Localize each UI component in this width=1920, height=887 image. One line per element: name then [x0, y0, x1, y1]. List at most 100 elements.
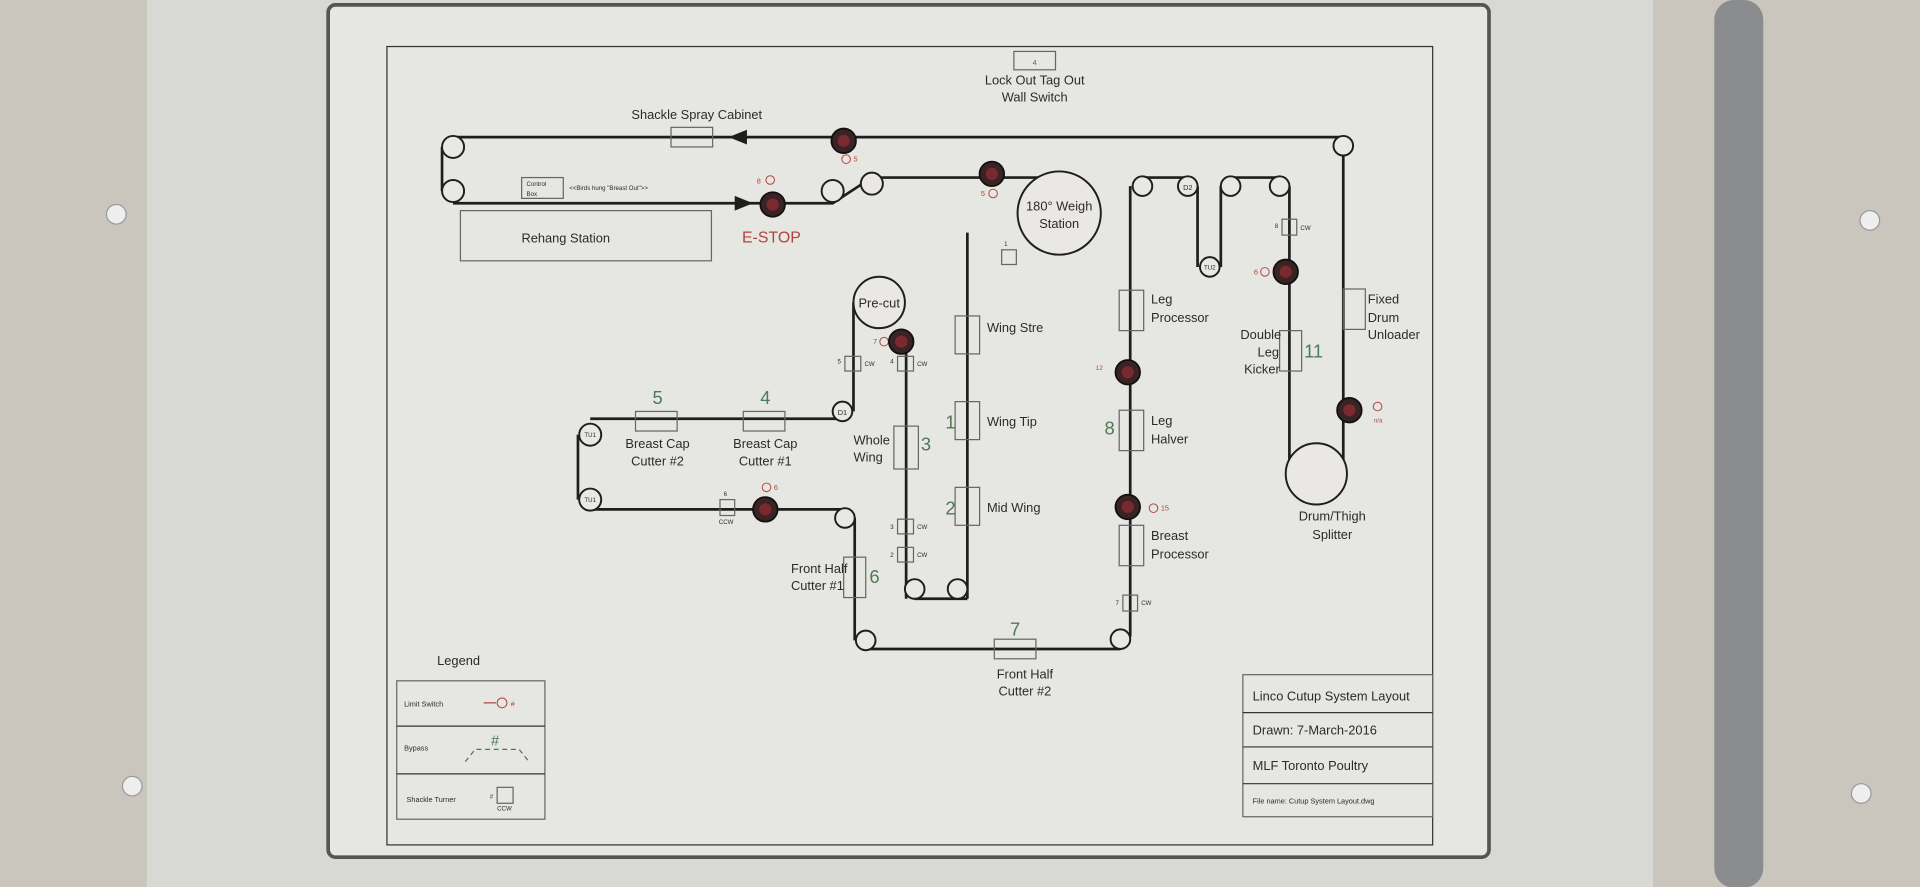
weigh-station-label: 180° Weigh	[1026, 199, 1092, 214]
emergency-stop-buttons	[752, 127, 1363, 523]
drum-thigh-splitter-label: Drum/Thigh	[1299, 508, 1366, 523]
legend-limit-symbol: #	[511, 700, 516, 709]
double-leg-kicker-label-3: Kicker	[1244, 361, 1280, 376]
breast-processor-label: Breast	[1151, 528, 1189, 543]
d2-label: D2	[1183, 183, 1192, 192]
stop-button[interactable]	[1114, 493, 1141, 521]
whole-wing-label: Whole	[853, 432, 889, 447]
company-name: MLF Toronto Poultry	[1253, 758, 1369, 773]
limit-switch-number: 6	[774, 483, 778, 492]
shackle-spray-label: Shackle Spray Cabinet	[631, 107, 762, 122]
stop-button[interactable]	[1272, 258, 1299, 286]
lockout-label: Lock Out Tag Out	[985, 72, 1085, 87]
drawing-border	[386, 45, 1434, 846]
tu2-label: TU2	[1204, 264, 1216, 271]
svg-text:2: 2	[890, 552, 894, 559]
leg-processor-label-2: Processor	[1151, 310, 1210, 325]
weigh-station-label-2: Station	[1039, 216, 1079, 231]
tu1-label: TU1	[584, 497, 596, 504]
fixed-drum-unloader-label-2: Drum	[1368, 310, 1399, 325]
svg-text:3: 3	[890, 524, 894, 531]
shackle-turner-number: 6	[724, 491, 728, 498]
stop-button[interactable]	[1114, 359, 1141, 386]
svg-text:CW: CW	[864, 361, 874, 368]
shackle-turner-number: 8	[1275, 223, 1279, 230]
station-number: 8	[1104, 418, 1114, 439]
svg-text:CW: CW	[917, 361, 927, 368]
estop-button[interactable]	[759, 191, 786, 218]
legend-limit-switch: Limit Switch	[404, 700, 443, 709]
leg-halver-label-2: Halver	[1151, 431, 1189, 446]
svg-text:CW: CW	[917, 552, 927, 559]
breast-cap-cutter-2-label: Breast Cap	[625, 436, 689, 451]
screw	[105, 203, 127, 225]
limit-switch-number: 5	[853, 155, 857, 164]
legend-bypass: Bypass	[404, 744, 428, 753]
tu1-label: TU1	[584, 432, 596, 439]
limit-switch-number: 12	[1096, 365, 1103, 372]
legend-turner-symbol: #	[490, 793, 494, 800]
control-box-label: Control	[527, 181, 547, 188]
screw	[1850, 783, 1872, 804]
front-half-cutter-2-label: Front Half	[997, 666, 1054, 681]
turner-direction: CW	[1300, 225, 1310, 232]
limit-switch-number: 15	[1161, 504, 1169, 513]
whole-wing-label-2: Wing	[853, 450, 882, 465]
d1-label: D1	[838, 408, 847, 417]
shackle-turner-number: 1	[1004, 241, 1008, 248]
front-half-cutter-1-label-2: Cutter #1	[791, 578, 844, 593]
title-block: Linco Cutup System Layout Drawn: 7-March…	[1242, 674, 1434, 818]
svg-text:4: 4	[890, 359, 894, 366]
legend-shackle-turner: Shackle Turner	[407, 795, 457, 804]
stop-button[interactable]	[1336, 397, 1363, 424]
breast-processor-label-2: Processor	[1151, 546, 1210, 561]
precut-label: Pre-cut	[858, 295, 900, 310]
front-half-cutter-2-label-2: Cutter #2	[998, 684, 1051, 699]
wing-stretcher-label: Wing Stre	[987, 320, 1043, 335]
limit-switch-number: n/a	[1374, 417, 1383, 424]
file-name: File name: Cutup System Layout.dwg	[1253, 796, 1375, 805]
limit-switch-number: 6	[1254, 267, 1258, 276]
screw	[1859, 210, 1881, 231]
turner-direction: CW	[1141, 600, 1151, 607]
limit-switch-number: 5	[981, 189, 985, 198]
station-number: 2	[945, 497, 955, 518]
stop-button[interactable]	[888, 328, 915, 355]
estop-label: E-STOP	[742, 229, 801, 246]
legend-bypass-symbol: #	[491, 734, 500, 750]
station-number: 4	[760, 387, 770, 408]
fixed-drum-unloader-label: Fixed	[1368, 292, 1399, 307]
drawing-title: Linco Cutup System Layout	[1253, 688, 1410, 703]
drum-thigh-splitter-label-2: Splitter	[1312, 527, 1353, 542]
turner-direction: CCW	[719, 519, 734, 526]
svg-text:CW: CW	[917, 524, 927, 531]
leg-processor-label: Leg	[1151, 292, 1172, 307]
breast-cap-cutter-1-label: Breast Cap	[733, 436, 797, 451]
leg-halver-label: Leg	[1151, 413, 1172, 428]
station-number: 6	[869, 566, 879, 587]
double-leg-kicker-label-2: Leg	[1258, 344, 1279, 359]
stop-button[interactable]	[978, 160, 1006, 188]
station-number: 7	[1010, 619, 1020, 640]
breast-cap-cutter-1-label-2: Cutter #1	[739, 453, 792, 468]
birds-hung-note: <<Birds hung "Breast Out">>	[569, 185, 648, 192]
station-number: 5	[652, 387, 662, 408]
station-number: 3	[921, 434, 931, 455]
conduit	[1714, 0, 1764, 887]
double-leg-kicker-label: Double	[1240, 327, 1281, 342]
stop-button[interactable]	[752, 496, 779, 523]
limit-switch-number: 7	[873, 337, 877, 346]
stop-button[interactable]	[830, 127, 857, 154]
station-number: 11	[1304, 341, 1323, 362]
front-half-cutter-1-label: Front Half	[791, 561, 848, 576]
control-box-label-2: Box	[527, 191, 538, 198]
drawn-date: Drawn: 7-March-2016	[1253, 723, 1377, 738]
breast-cap-cutter-2-label-2: Cutter #2	[631, 453, 684, 468]
mid-wing-label: Mid Wing	[987, 500, 1041, 515]
fixed-drum-unloader-label-3: Unloader	[1368, 327, 1421, 342]
shackle-turner-number: 7	[1116, 600, 1120, 607]
screw	[121, 775, 143, 797]
lockout-label-2: Wall Switch	[1002, 90, 1068, 105]
